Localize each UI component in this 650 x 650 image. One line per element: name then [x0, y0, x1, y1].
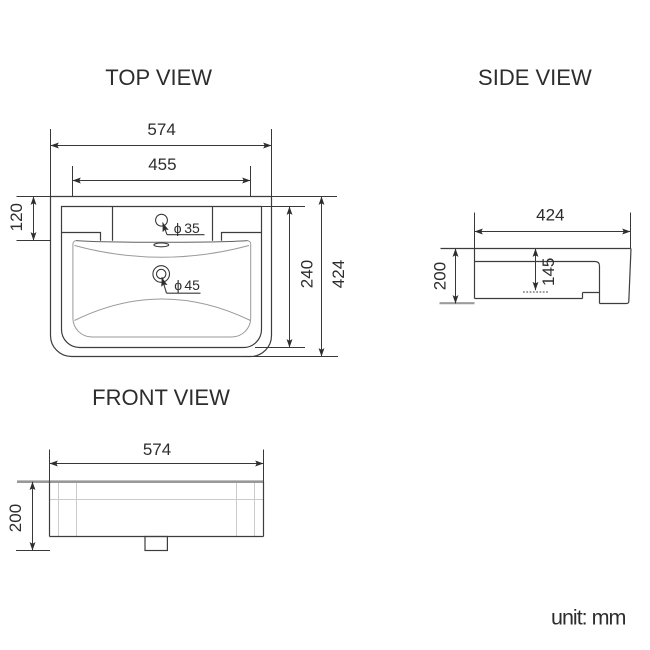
svg-text:ϕ45: ϕ45 — [174, 277, 200, 293]
svg-text:SIDE VIEW: SIDE VIEW — [478, 65, 592, 90]
svg-text:FRONT VIEW: FRONT VIEW — [92, 385, 230, 410]
svg-text:455: 455 — [148, 155, 176, 174]
svg-text:240: 240 — [298, 260, 317, 288]
svg-text:574: 574 — [147, 120, 175, 139]
svg-text:TOP VIEW: TOP VIEW — [105, 65, 212, 90]
svg-text:145: 145 — [539, 258, 558, 286]
svg-text:200: 200 — [6, 504, 25, 532]
svg-text:ϕ35: ϕ35 — [174, 220, 200, 236]
svg-text:424: 424 — [536, 206, 564, 225]
svg-text:200: 200 — [431, 262, 450, 290]
svg-text:424: 424 — [329, 260, 348, 288]
svg-text:unit: mm: unit: mm — [551, 606, 626, 630]
svg-text:120: 120 — [7, 203, 26, 231]
svg-text:574: 574 — [143, 440, 171, 459]
